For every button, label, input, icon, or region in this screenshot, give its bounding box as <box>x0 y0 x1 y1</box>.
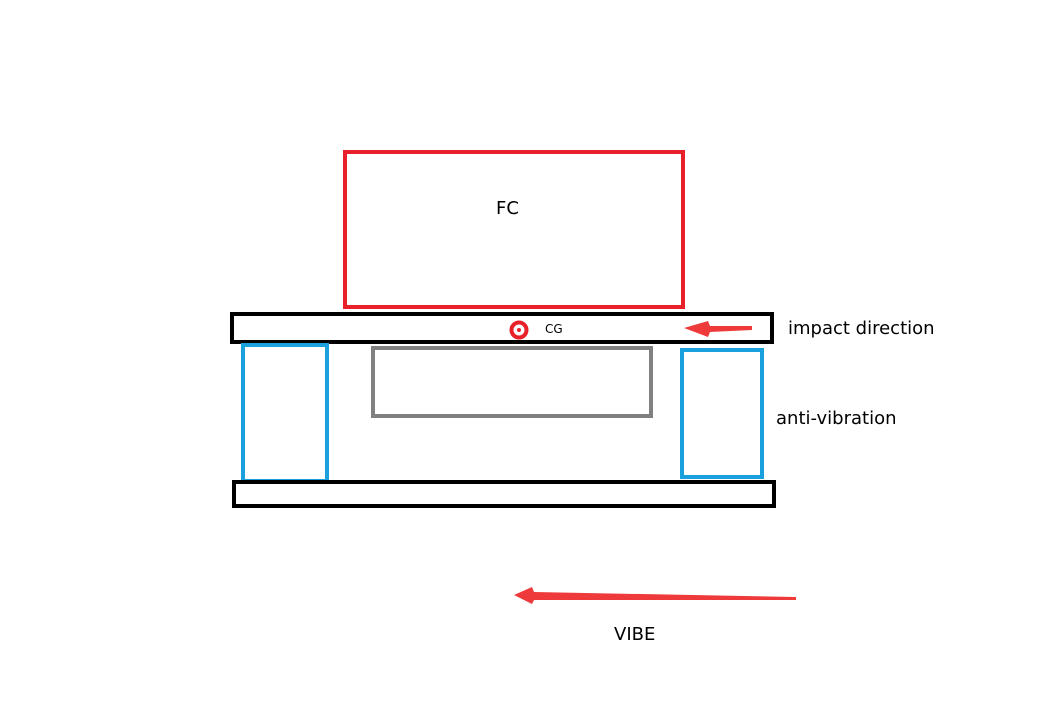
impact-arrow-icon <box>684 321 752 337</box>
cg-marker-dot <box>517 328 521 332</box>
right-damper <box>680 348 764 479</box>
fc-box <box>343 150 685 309</box>
bottom-plate <box>232 480 776 508</box>
vibe-label: VIBE <box>614 624 655 645</box>
left-damper <box>241 343 329 483</box>
cg-label: CG <box>545 322 563 336</box>
anti-vibration-label: anti-vibration <box>776 408 897 429</box>
impact-direction-label: impact direction <box>788 318 935 339</box>
middle-block <box>371 346 653 418</box>
top-plate <box>230 312 774 344</box>
vibe-arrow-icon <box>514 587 796 604</box>
fc-label: FC <box>496 198 519 219</box>
